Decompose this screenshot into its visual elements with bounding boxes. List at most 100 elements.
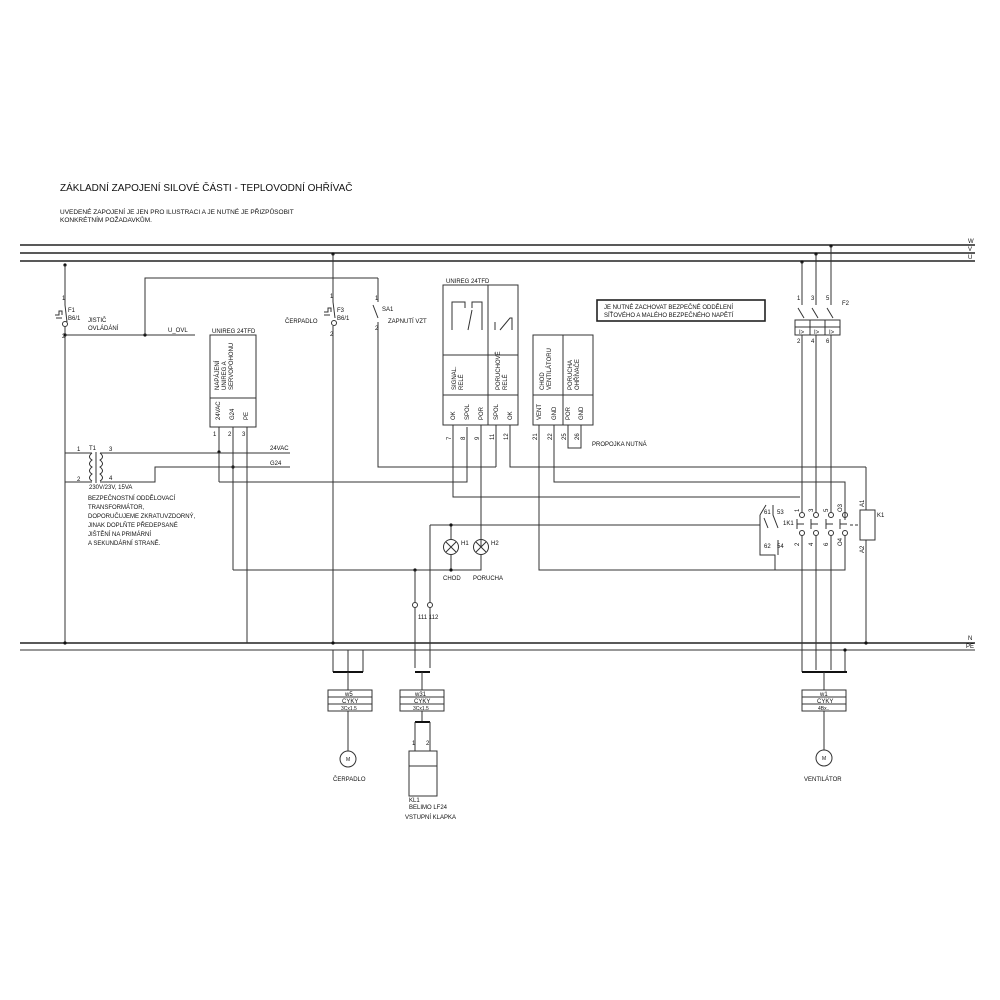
sa1-label: ZAPNUTÍ VZT [388,318,427,325]
contact-terminal [828,512,834,518]
k1-main-pin-top: 5 [824,508,830,512]
f2-pin-2: 2 [797,339,801,345]
f1-breaker: 1 2 F1 B6/1 JISTIČ OVLÁDÁNÍ [55,263,119,645]
terminal-24vac: 24VAC [216,401,222,420]
f3-breaker: 1 2 F3 B6/1 ČERPADLO [285,252,350,645]
fan-run-label-1: CHOD [540,372,546,390]
contact-terminal [842,512,848,518]
u-ovl-label: U_OVL [168,328,188,334]
contact-icon [825,519,833,529]
fan-run-label-2: VENTILÁTORU [546,348,553,390]
h1-label: CHOD [443,576,461,582]
diagram-title: ZÁKLADNÍ ZAPOJENÍ SILOVÉ ČÁSTI - TEPLOVO… [60,181,352,194]
three-phase-bus: W V U [20,239,975,262]
f2-pin-5: 5 [826,296,830,302]
cable-w1: w1 CYKY 4Bx.. M VENTILÁTOR [801,648,847,783]
contact-terminal [828,530,834,536]
pin-1: 1 [213,432,217,438]
f3-name: F3 [337,308,345,314]
motor-icon: M [822,756,826,762]
lamp-icon [475,541,487,553]
contact-terminal [799,530,805,536]
safety-note: JE NUTNÉ ZACHOVAT BEZPEČNÉ ODDĚLENÍ SÍŤO… [596,299,766,322]
k1-a1: A1 [860,499,866,507]
h2-label: PORUCHA [473,576,503,582]
k1-main-pin-bottom: 2 [795,542,801,546]
k1-main-pin-top: 3 [809,508,815,512]
damper-label: VSTUPNÍ KLAPKA [405,814,456,821]
cable-type: CYKY [817,699,833,705]
t1-name: T1 [89,446,97,452]
lamp-icon [445,541,457,553]
fault-relay-symbol-icon [494,317,513,331]
k1-pin-62: 62 [764,544,771,550]
wire-spol [219,427,468,483]
damper-actuator-icon [408,750,438,797]
terminal-g24: G24 [230,408,236,420]
terminal-label: GND [552,406,558,420]
cable-id: w1 [819,692,828,698]
cable-size: 3Cx1.5 [413,706,429,712]
t1-pin-2: 2 [77,477,81,483]
heater-fault-label-1: PORUCHA [568,360,574,390]
output-24vac-label: 24VAC [270,446,289,452]
signal-relay-label-1: SIGNAL. [452,366,458,390]
t1-pin-4: 4 [109,476,113,482]
terminal-pe: PE [244,412,250,420]
signal-relay-label-2: RELÉ [458,374,465,390]
f2-pin-4: 4 [811,339,815,345]
t1-desc-5: JIŠTĚNÍ NA PRIMÁRNÍ [88,530,151,538]
f1-pin-bottom: 2 [62,334,66,340]
unireg-left-label-1: NAPÁJENÍ [214,360,221,390]
cable-size: 3Cx1.5 [341,706,357,712]
t1-transformer: T1 1 2 3 4 230V/23V, 15VA 24VAC G24 BEZP… [65,446,290,547]
cable-type: CYKY [342,699,358,705]
bus-label-u: U [968,255,972,261]
u-ovl-wire: U_OVL [65,277,378,337]
terminal-pin: 9 [475,436,481,440]
k1-main-pin-bottom: O4 [838,537,844,546]
terminal-pin: 22 [548,433,554,440]
note-line-2: SÍŤOVÉHO A MALÉHO BEZPEČNÉHO NAPĚTÍ [604,311,734,319]
k1-aux-name: 1K1 [783,521,794,527]
contact-terminal [813,512,819,518]
t1-desc-4: JINAK DOPLŇTE PŘEDEPSANÉ [88,521,178,529]
sa1-switch: 1 2 SA1 ZAPNUTÍ VZT [372,278,496,468]
terminal-label: GND [579,406,585,420]
k1-main-pin-top: 1 [795,508,801,512]
contact-icon [796,519,804,529]
cable-id: w31 [414,692,427,698]
f1-label-1: JISTIČ [88,317,107,324]
terminal-pin: 21 [533,433,539,440]
unireg-left-title: UNIREG 24TFD [212,329,256,335]
cable-type: CYKY [414,699,430,705]
subtitle-line-2: KONKRÉTNÍM POŽADAVKŮM. [60,215,152,224]
terminal-label: POR [479,406,485,420]
t1-rating: 230V/23V, 15VA [89,485,132,491]
f3-label: ČERPADLO [285,318,318,325]
neutral-pe-bus: N PE [20,636,975,651]
terminal-label: OK [508,411,514,420]
pin-2: 2 [228,432,232,438]
contact-terminal [842,530,848,536]
f1-pin-top: 1 [62,296,66,302]
subtitle-line-1: UVEDENÉ ZAPOJENÍ JE JEN PRO ILUSTRACI A … [60,207,294,216]
terminal-pin: 26 [575,433,581,440]
contact-icon [810,519,818,529]
jumper-label: PROPOJKA NUTNÁ [592,441,647,448]
terminal-label: SPOL [494,403,500,420]
t1-desc-1: BEZPEČNOSTNÍ ODDĚLOVACÍ [88,494,176,502]
contact-icon [839,519,847,529]
terminal-pin: 8 [461,436,467,440]
unireg-right-title: UNIREG 24TFD [446,279,490,285]
fault-relay-label-2: RELÉ [502,374,509,390]
contact-terminal [799,512,805,518]
k1-pin-61: 61 [764,510,771,516]
terminal-label: SPOL [465,403,471,420]
fault-relay-label-1: PORUCHOVÉ [495,351,502,390]
f2-name: F2 [842,301,850,307]
h2-name: H2 [491,541,499,547]
pump-label: ČERPADLO [333,776,366,783]
